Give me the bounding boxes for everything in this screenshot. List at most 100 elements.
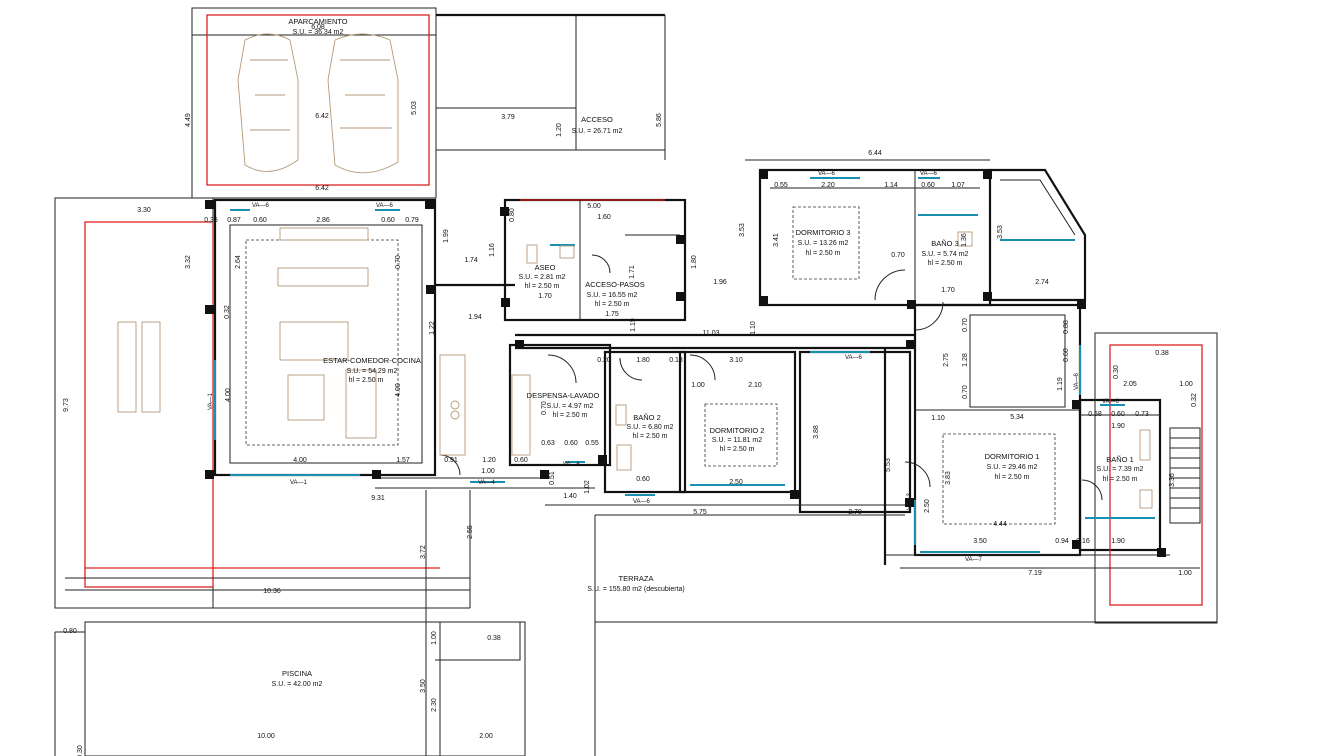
dimension: 0.51	[549, 471, 556, 485]
room-dormitorio2-height: hl = 2.50 m	[720, 446, 755, 453]
room-acceso-pasos-height: hl = 2.50 m	[595, 301, 630, 308]
window-tag: VA—3	[907, 492, 913, 510]
dimension: 0.60	[921, 182, 935, 189]
room-dormitorio2-name: DORMITORIO 2	[710, 426, 765, 435]
door-swings	[439, 254, 1103, 501]
dimension: 1.22	[429, 321, 436, 335]
dimension: 0.30	[1113, 365, 1120, 379]
dimension: 0.32	[224, 305, 231, 319]
room-aseo-area: S.U. = 2.81 m2	[519, 274, 566, 281]
room-labels: APARCAMIENTO S.U. = 36.34 m2 ACCESO S.U.…	[272, 17, 1144, 688]
stairs	[1169, 427, 1201, 524]
room-aseo-name: ASEO	[535, 263, 556, 272]
room-dormitorio1-height: hl = 2.50 m	[995, 474, 1030, 481]
dimension: 10.36	[263, 588, 281, 595]
furniture-bath	[526, 231, 1153, 509]
dimension: 1.74	[464, 257, 478, 264]
dimension: 1.90	[1111, 423, 1125, 430]
dimension: 1.60	[597, 214, 611, 221]
room-acceso-name: ACCESO	[581, 115, 613, 124]
dimension: 1.02	[584, 480, 591, 494]
dimension: 2.50	[729, 479, 743, 486]
room-acceso-pasos-name: ACCESO-PASOS	[585, 280, 644, 289]
dimension: 0.60	[1063, 348, 1070, 362]
room-terraza-name: TERRAZA	[618, 574, 653, 583]
dimension: 1.20	[556, 123, 563, 137]
window-tag: VA—1	[208, 392, 214, 410]
dimension: 2.74	[1035, 279, 1049, 286]
furniture-cars	[237, 33, 399, 174]
dimension: 0.70	[962, 318, 969, 332]
dimension: 2.64	[235, 255, 242, 269]
dimension: 0.35	[204, 217, 218, 224]
dimension: 0.88	[1063, 320, 1070, 334]
dimension: 1.00	[1179, 381, 1193, 388]
window-tag: VA—6	[376, 203, 394, 209]
dimension: 6.42	[315, 185, 329, 192]
dimension: 1.70	[941, 287, 955, 294]
dimension: 0.38	[487, 635, 501, 642]
dimension: 0.18	[669, 357, 683, 364]
dimension: 4.00	[225, 388, 232, 402]
room-aparcamiento-name: APARCAMIENTO	[288, 17, 347, 26]
room-dormitorio1-name: DORMITORIO 1	[985, 452, 1040, 461]
dimension: 1.99	[443, 229, 450, 243]
dimension: 1.07	[951, 182, 965, 189]
room-despensa-name: DESPENSA-LAVADO	[527, 391, 600, 400]
room-bano1-name: BAÑO 1	[1106, 455, 1134, 464]
dimension: 6.44	[868, 150, 882, 157]
dimension: 0.80	[63, 628, 77, 635]
dimension: 1.10	[750, 321, 757, 335]
dimension: 0.60	[636, 476, 650, 483]
dimension: 1.00	[481, 468, 495, 475]
dimension: 3.88	[813, 425, 820, 439]
dimension: 2.86	[316, 217, 330, 224]
dimension: 1.10	[931, 415, 945, 422]
dimension: 0.38	[1155, 350, 1169, 357]
dimension: 5.75	[693, 509, 707, 516]
dimension: 1.71	[629, 265, 636, 279]
dimension: 2.55	[467, 525, 474, 539]
dimension: 0.60	[381, 217, 395, 224]
structural-columns	[205, 170, 1166, 557]
dimension: 0.20	[597, 357, 611, 364]
room-bano3-height: hl = 2.50 m	[928, 260, 963, 267]
room-despensa-height: hl = 2.50 m	[553, 412, 588, 419]
dimension: 0.63	[541, 440, 555, 447]
dimension: 1.70	[538, 293, 552, 300]
window-tag: VA—6	[845, 355, 863, 361]
dimension: 9.31	[371, 495, 385, 502]
dimension: 0.94	[1055, 538, 1069, 545]
dimension: 3.32	[185, 255, 192, 269]
room-aseo-height: hl = 2.50 m	[525, 283, 560, 290]
window-tag: VA—6	[1074, 372, 1080, 390]
dimension: 1.96	[713, 279, 727, 286]
dimension: 3.72	[420, 545, 427, 559]
dimension: 5.00	[587, 203, 601, 210]
dimension: 0.60	[564, 440, 578, 447]
window-tag: VA—6	[818, 171, 836, 177]
room-dormitorio3-name: DORMITORIO 3	[796, 228, 851, 237]
room-dormitorio3-height: hl = 2.50 m	[806, 250, 841, 257]
room-piscina-area: S.U. = 42.00 m2	[272, 681, 323, 688]
dimension: 6.08	[311, 24, 325, 31]
dimension: 3.79	[501, 114, 515, 121]
dimension: 9.73	[63, 398, 70, 412]
window-tag: VA—6	[633, 499, 651, 505]
dimension: 7.19	[1028, 570, 1042, 577]
room-acceso-area: S.U. = 26.71 m2	[572, 128, 623, 135]
dimension: 2.30	[431, 698, 438, 712]
dimension: 0.60	[514, 457, 528, 464]
dimension: 3.83	[945, 471, 952, 485]
dimension: 1.19	[630, 318, 637, 332]
dimension: 3.53	[997, 225, 1004, 239]
dimension-labels: 6.08 4.49 6.42 5.03 6.42 3.79 1.20 5.86 …	[63, 24, 1198, 756]
room-terraza-area: S.U. = 155.80 m2 (descubierta)	[587, 586, 684, 593]
dimension: 0.73	[1135, 411, 1149, 418]
dimension: 3.53	[739, 223, 746, 237]
room-dormitorio2-area: S.U. = 11.81 m2	[712, 437, 762, 444]
dimension: 3.50	[973, 538, 987, 545]
dimension: 6.42	[315, 113, 329, 120]
dimension: 3.50	[420, 679, 427, 693]
